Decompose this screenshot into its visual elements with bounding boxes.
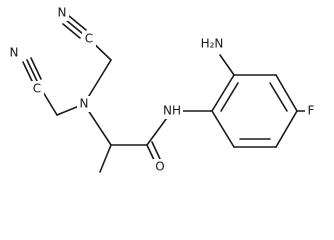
bond-carbonyl-o-2 <box>151 141 161 160</box>
ring-bond-4 <box>275 110 298 148</box>
ring-bond-3 <box>275 74 298 112</box>
ring-bond-6 <box>211 110 235 148</box>
bond-layer <box>22 15 306 173</box>
atom-nitrile-n-upper: N <box>58 6 67 20</box>
atom-nitrile-c-upper: C <box>85 32 93 46</box>
atom-oxygen: O <box>155 160 164 174</box>
ring-double-2 <box>269 82 288 112</box>
bond-triple-upper-2 <box>68 15 87 31</box>
bond-ring-amino <box>219 54 235 76</box>
bond-triple-lower-3 <box>22 61 34 84</box>
bond-triple-lower-2 <box>30 57 42 80</box>
bond-ch-methyl <box>99 144 112 173</box>
bond-triple-upper-1 <box>65 19 84 35</box>
atom-fluorine: F <box>308 104 315 118</box>
atom-nitrile-c-lower: C <box>33 82 41 96</box>
bond-triple-upper-3 <box>62 23 81 39</box>
ring-double-1 <box>220 82 239 112</box>
bond-triple-lower-1 <box>26 59 38 82</box>
atom-n-amine: N <box>80 97 89 111</box>
ring-bond-1 <box>211 74 235 112</box>
chemical-structure: N NH O F H₂N N C N C <box>7 5 317 175</box>
atom-amino-group: H₂N <box>201 37 224 51</box>
atom-nitrile-n-lower: N <box>10 46 19 60</box>
atom-label-layer: N NH O F H₂N N C N C <box>7 5 317 175</box>
atom-nh-amide: NH <box>163 104 181 118</box>
